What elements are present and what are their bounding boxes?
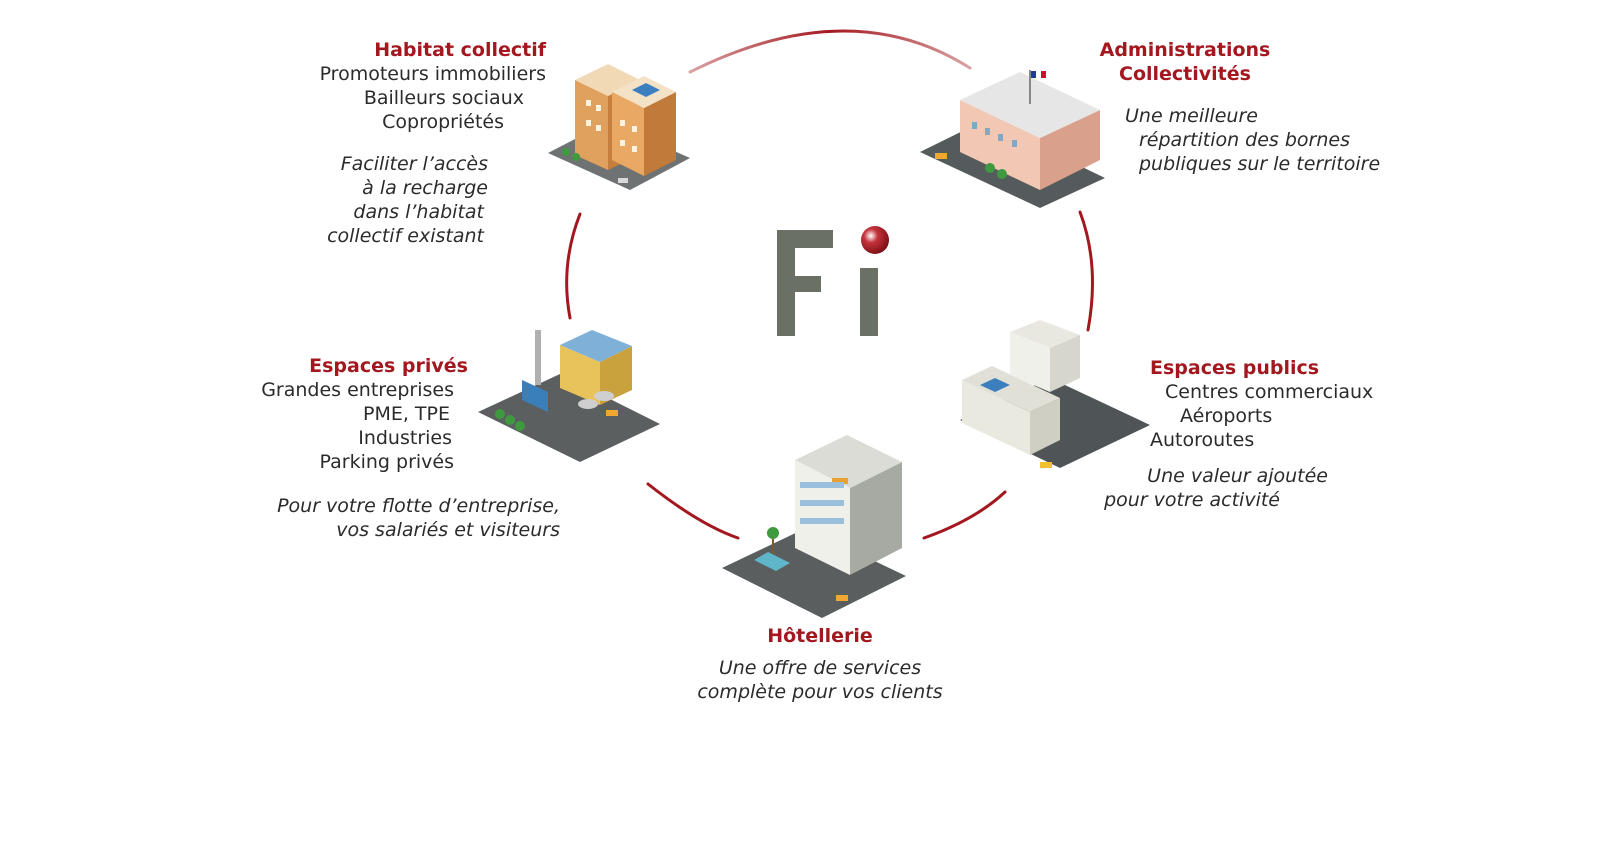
logo-mark bbox=[777, 226, 889, 336]
arc-top bbox=[688, 29, 972, 74]
segment-prives: Espaces privés Grandes entreprises PME, … bbox=[200, 354, 468, 474]
segment-desc-line: dans l’habitat bbox=[353, 201, 484, 223]
segment-prives-desc: Pour votre flotte d’entreprise, vos sala… bbox=[200, 494, 560, 542]
segment-line: Industries bbox=[358, 427, 452, 449]
apartment-building-icon bbox=[548, 64, 690, 190]
logo-letter-f-top bbox=[777, 230, 833, 248]
segment-title: Espaces privés bbox=[309, 355, 468, 377]
segment-desc-line: vos salariés et visiteurs bbox=[336, 519, 560, 541]
segment-desc-line: publiques sur le territoire bbox=[1139, 153, 1381, 175]
segment-hotellerie: Hôtellerie Une offre de services complèt… bbox=[660, 624, 980, 704]
shopping-center-icon bbox=[960, 320, 1150, 468]
segment-desc-line: collectif existant bbox=[327, 225, 484, 247]
hotel-icon bbox=[722, 435, 906, 618]
segment-publics: Espaces publics Centres commerciaux Aéro… bbox=[1150, 356, 1410, 452]
town-hall-icon bbox=[920, 70, 1105, 208]
segment-line: Parking privés bbox=[319, 451, 454, 473]
segment-desc-line: Faciliter l’accès bbox=[340, 153, 488, 175]
arc-bottom-left bbox=[646, 482, 740, 540]
segment-line: Centres commerciaux bbox=[1165, 381, 1374, 403]
segment-title: Espaces publics bbox=[1150, 357, 1320, 379]
arc-bottom-right bbox=[922, 490, 1007, 540]
segment-desc-line: Une offre de services bbox=[718, 657, 922, 679]
segment-title: Hôtellerie bbox=[767, 625, 873, 647]
segment-desc-line: à la recharge bbox=[362, 177, 488, 199]
segment-desc-line: pour votre activité bbox=[1104, 489, 1280, 511]
segment-desc-line: Une meilleure bbox=[1125, 105, 1258, 127]
segment-habitat: Habitat collectif Promoteurs immobiliers… bbox=[230, 38, 546, 134]
arc-left bbox=[565, 212, 582, 320]
segment-line: Autoroutes bbox=[1150, 429, 1255, 451]
segment-desc-line: complète pour vos clients bbox=[697, 681, 943, 703]
segment-publics-desc: Une valeur ajoutée pour votre activité bbox=[1060, 464, 1328, 512]
logo-letter-f-middle bbox=[777, 276, 821, 292]
segment-title: Habitat collectif bbox=[374, 39, 546, 61]
segment-line: Promoteurs immobiliers bbox=[319, 63, 546, 85]
logo-dot bbox=[861, 226, 889, 254]
factory-icon bbox=[478, 330, 660, 462]
arc-right bbox=[1078, 210, 1094, 332]
logo bbox=[775, 220, 925, 340]
segment-line: Bailleurs sociaux bbox=[363, 87, 524, 109]
logo-letter-i-stem bbox=[860, 268, 878, 336]
segment-line: Copropriétés bbox=[382, 111, 504, 133]
segment-line: Aéroports bbox=[1180, 405, 1273, 427]
segment-line: PME, TPE bbox=[362, 403, 450, 425]
segment-desc-line: Pour votre flotte d’entreprise, bbox=[277, 495, 560, 517]
segment-habitat-desc: Faciliter l’accès à la recharge dans l’h… bbox=[230, 152, 488, 248]
segment-line: Grandes entreprises bbox=[261, 379, 454, 401]
segment-desc-line: répartition des bornes bbox=[1139, 129, 1350, 151]
segment-title-line: Collectivités bbox=[1119, 63, 1251, 85]
segment-administrations: Administrations Collectivités bbox=[1070, 38, 1300, 86]
segment-title-line: Administrations bbox=[1099, 39, 1271, 61]
segment-desc-line: Une valeur ajoutée bbox=[1147, 465, 1328, 487]
segment-administrations-desc: Une meilleure répartition des bornes pub… bbox=[1125, 104, 1445, 176]
